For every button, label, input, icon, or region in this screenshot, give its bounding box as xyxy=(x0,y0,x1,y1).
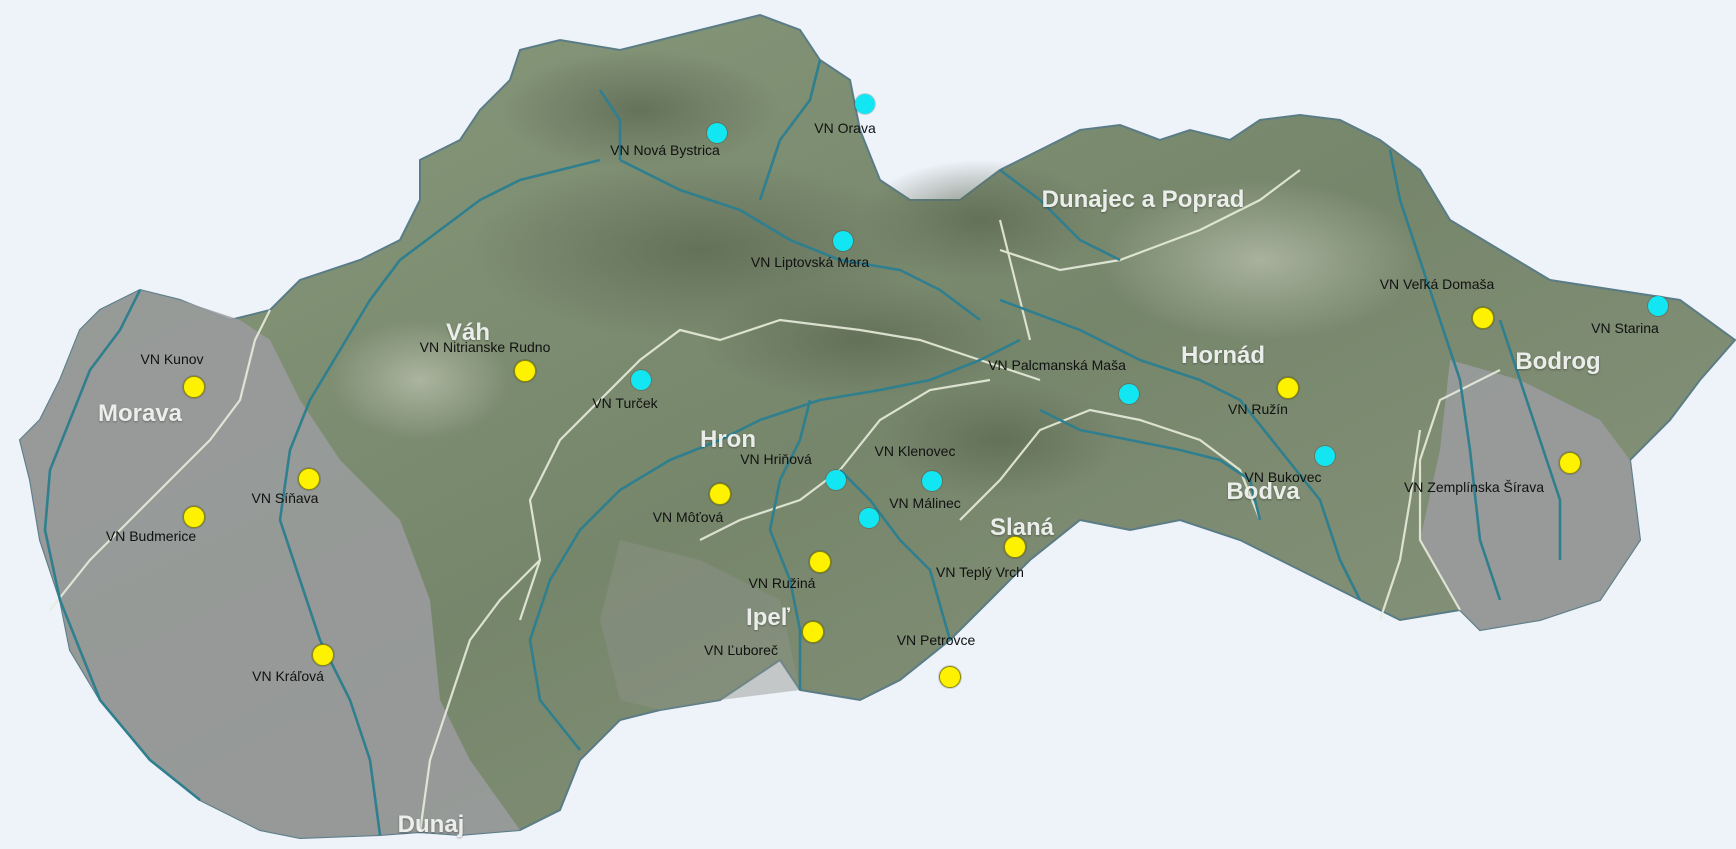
region-label-vah: Váh xyxy=(445,319,491,346)
reservoir-marker-velka-domasa[interactable] xyxy=(1472,307,1494,329)
reservoir-label-petrovce: VN Petrovce xyxy=(896,632,976,648)
reservoir-marker-nova-bystrica[interactable] xyxy=(707,123,727,143)
reservoir-label-malinec: VN Málinec xyxy=(889,495,961,511)
region-label-hron: Hron xyxy=(700,426,756,453)
reservoir-label-ruzina: VN Ružiná xyxy=(748,575,816,591)
reservoir-marker-kunov[interactable] xyxy=(183,376,205,398)
basin-divides xyxy=(49,169,1501,833)
region-label-bodva: Bodva xyxy=(1226,478,1300,505)
reservoir-label-orava: VN Orava xyxy=(814,120,876,136)
reservoir-label-ruzin: VN Ružín xyxy=(1228,401,1288,417)
region-label-hornad: Hornád xyxy=(1181,342,1265,369)
reservoir-marker-ruzina[interactable] xyxy=(809,551,831,573)
reservoir-marker-sinava[interactable] xyxy=(298,468,320,490)
region-label-slana: Slaná xyxy=(989,514,1055,541)
reservoir-label-turcek: VN Turček xyxy=(592,395,658,411)
region-label-dunajec: Dunajec a Poprad xyxy=(1041,186,1245,213)
lowland-west xyxy=(20,290,520,838)
region-label-ipel: Ipeľ xyxy=(746,604,790,631)
reservoir-marker-motova[interactable] xyxy=(709,483,731,505)
reservoir-label-motova: VN Môťová xyxy=(652,509,724,525)
reservoir-marker-teply-vrch[interactable] xyxy=(1004,536,1026,558)
reservoir-marker-malinec[interactable] xyxy=(859,508,879,528)
region-label-morava: Morava xyxy=(97,400,183,427)
reservoir-marker-petrovce[interactable] xyxy=(939,666,961,688)
reservoir-marker-zemplinska-sirava[interactable] xyxy=(1559,452,1581,474)
region-label-dunaj: Dunaj xyxy=(397,811,465,838)
reservoir-label-zemplinska-sirava: VN Zemplínska Šírava xyxy=(1403,479,1545,495)
reservoir-label-velka-domasa: VN Veľká Domaša xyxy=(1379,276,1495,292)
reservoir-label-palcmanska-masa: VN Palcmanská Maša xyxy=(988,357,1126,373)
reservoir-marker-starina[interactable] xyxy=(1648,296,1668,316)
reservoir-label-klenovec: VN Klenovec xyxy=(874,443,956,459)
reservoir-label-luborec: VN Ľuboreč xyxy=(704,642,778,658)
reservoir-marker-bukovec[interactable] xyxy=(1315,446,1335,466)
reservoir-marker-klenovec[interactable] xyxy=(922,471,942,491)
reservoir-marker-budmerice[interactable] xyxy=(183,506,205,528)
reservoir-label-bukovec: VN Bukovec xyxy=(1244,469,1322,485)
lowland-east xyxy=(1420,360,1640,630)
reservoir-label-nitrianske-rudno: VN Nitrianske Rudno xyxy=(419,339,551,355)
reservoir-marker-turcek[interactable] xyxy=(631,370,651,390)
reservoir-label-sinava: VN Síňava xyxy=(251,490,319,506)
reservoir-label-nova-bystrica: VN Nová Bystrica xyxy=(610,142,720,158)
reservoir-marker-palcmanska-masa[interactable] xyxy=(1119,384,1139,404)
reservoir-marker-luborec[interactable] xyxy=(802,621,824,643)
reservoir-label-kunov: VN Kunov xyxy=(140,351,204,367)
reservoir-label-kralova: VN Kráľová xyxy=(252,668,324,684)
region-label-bodrog: Bodrog xyxy=(1515,348,1601,375)
rivers xyxy=(43,59,1562,836)
reservoir-marker-nitrianske-rudno[interactable] xyxy=(514,360,536,382)
reservoir-marker-orava[interactable] xyxy=(855,94,875,114)
reservoir-label-budmerice: VN Budmerice xyxy=(105,528,197,544)
reservoir-marker-kralova[interactable] xyxy=(312,644,334,666)
reservoir-marker-ruzin[interactable] xyxy=(1277,377,1299,399)
reservoir-marker-hrinova[interactable] xyxy=(826,470,846,490)
reservoir-label-hrinova: VN Hriňová xyxy=(740,451,812,467)
reservoir-label-starina: VN Starina xyxy=(1591,320,1659,336)
reservoir-label-teply-vrch: VN Teplý Vrch xyxy=(936,564,1024,580)
reservoir-marker-liptovska-mara[interactable] xyxy=(833,231,853,251)
reservoir-label-liptovska-mara: VN Liptovská Mara xyxy=(750,254,870,270)
lowland-ipel xyxy=(600,540,800,710)
